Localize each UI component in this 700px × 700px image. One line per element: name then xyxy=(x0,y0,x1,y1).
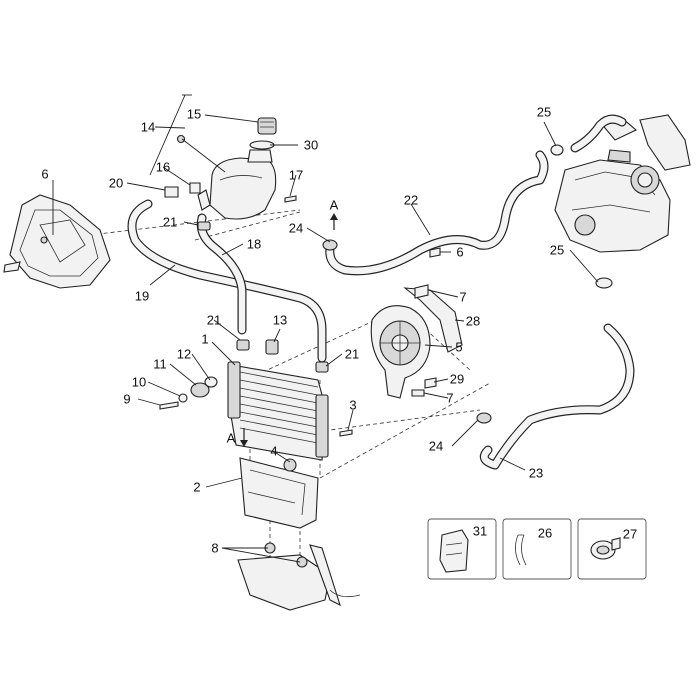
callout-27: 27 xyxy=(623,527,637,542)
callout-20: 20 xyxy=(109,176,123,191)
detail-box-31 xyxy=(427,518,497,580)
callout-24-lower: 24 xyxy=(429,439,443,454)
callout-8: 8 xyxy=(211,541,218,556)
callout-14: 14 xyxy=(141,120,155,135)
callout-12: 12 xyxy=(177,347,191,362)
callout-1: 1 xyxy=(201,332,208,347)
hose-23 xyxy=(479,323,635,470)
callout-2: 2 xyxy=(193,480,200,495)
radiator-core xyxy=(227,361,329,461)
callout-6-frame: 6 xyxy=(41,167,48,182)
callout-5: 5 xyxy=(455,340,462,355)
leader-lines xyxy=(52,94,599,563)
callout-22: 22 xyxy=(404,193,418,208)
callout-11: 11 xyxy=(153,357,167,372)
callout-13: 13 xyxy=(273,313,287,328)
reference-arrow-a-upper xyxy=(330,213,338,230)
callout-29: 29 xyxy=(450,372,464,387)
callout-23: 23 xyxy=(529,466,543,481)
expansion-tank xyxy=(176,117,277,220)
callout-21-radiator-right: 21 xyxy=(345,347,359,362)
hose-19 xyxy=(127,199,327,363)
callout-25-lower: 25 xyxy=(550,243,564,258)
callout-10: 10 xyxy=(132,375,146,390)
callout-19: 19 xyxy=(135,289,149,304)
callout-7-upper: 7 xyxy=(459,290,466,305)
callout-31: 31 xyxy=(473,524,487,539)
callout-25-upper: 25 xyxy=(537,105,551,120)
callout-24-upper: 24 xyxy=(289,221,303,236)
callout-21-tank: 21 xyxy=(163,215,177,230)
callout-3: 3 xyxy=(349,398,356,413)
radiator-lower-cover xyxy=(239,457,319,529)
callout-9: 9 xyxy=(123,392,130,407)
callout-16: 16 xyxy=(156,160,170,175)
callout-26: 26 xyxy=(538,526,552,541)
engine-cylinder-head xyxy=(554,114,691,253)
frame-bracket-left xyxy=(3,194,111,289)
reference-label-a-lower: A xyxy=(227,431,236,446)
reference-label-a-upper: A xyxy=(330,198,339,213)
callout-7-lower: 7 xyxy=(446,391,453,406)
hose-22 xyxy=(325,150,549,276)
callout-30: 30 xyxy=(304,138,318,153)
cooling-fan xyxy=(370,287,463,399)
reference-arrow-a-lower xyxy=(240,428,248,447)
callout-18: 18 xyxy=(247,237,261,252)
small-fittings xyxy=(159,144,613,472)
callout-17: 17 xyxy=(289,168,303,183)
detail-box-27 xyxy=(577,518,647,580)
callout-21-radiator-left: 21 xyxy=(207,313,221,328)
callout-6-fan: 6 xyxy=(456,245,463,260)
callout-labels: 6 20 16 15 14 30 17 21 18 19 21 13 1 21 … xyxy=(41,105,637,556)
callout-15: 15 xyxy=(187,107,201,122)
callout-4: 4 xyxy=(270,444,277,459)
hose-engine-upper xyxy=(570,114,627,153)
callout-28: 28 xyxy=(466,314,480,329)
detail-box-26 xyxy=(502,518,572,580)
lower-mount-bracket xyxy=(237,542,361,611)
